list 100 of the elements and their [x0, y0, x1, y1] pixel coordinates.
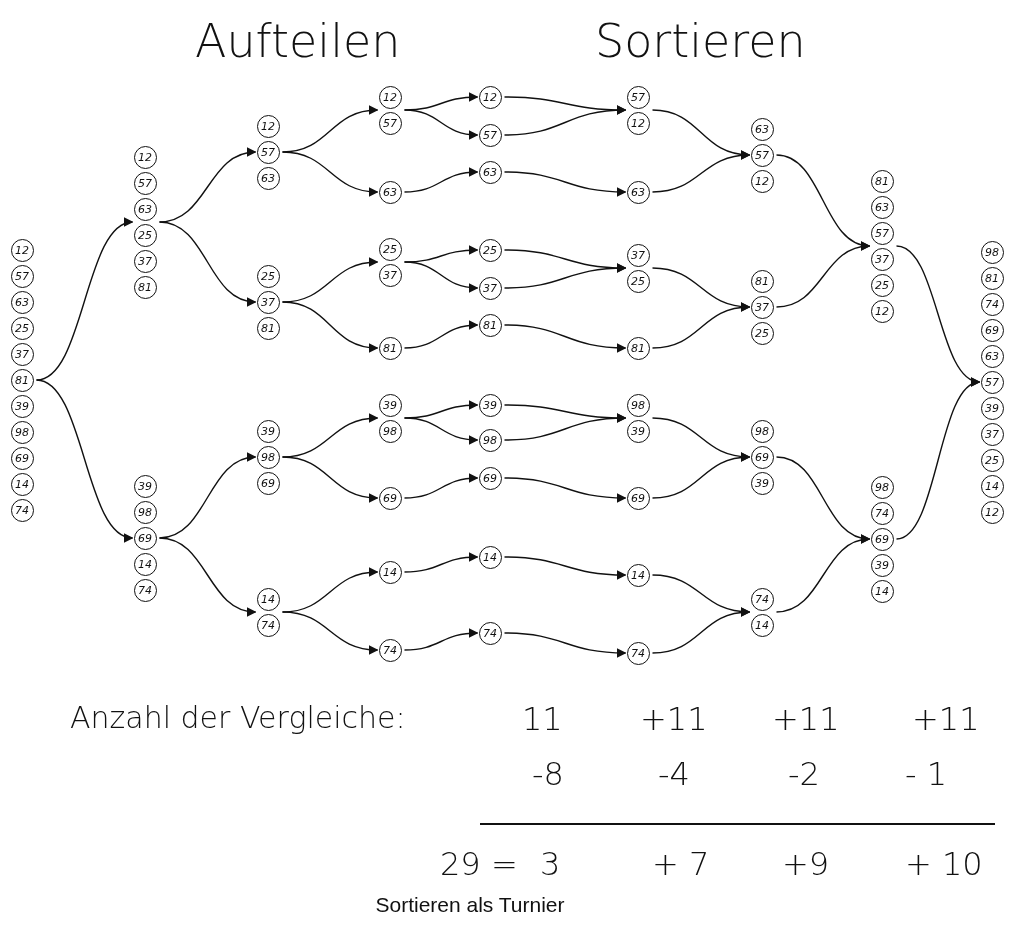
number-circle: 25 [256, 264, 280, 288]
number-circle: 57 [980, 370, 1004, 394]
number-circle: 74 [750, 587, 774, 611]
number-circle: 14 [980, 474, 1004, 498]
number-text: +9 [782, 848, 830, 880]
arrow [651, 150, 751, 193]
number-text: +11 [912, 703, 980, 735]
number-circle: 69 [626, 486, 650, 510]
number-circle: 63 [870, 195, 894, 219]
number-circle: 37 [256, 290, 280, 314]
arrow [158, 537, 257, 616]
number-circle: 98 [133, 500, 157, 524]
number-circle: 14 [750, 613, 774, 637]
arrow [775, 535, 871, 613]
arrow [503, 477, 627, 503]
number-circle: 74 [980, 292, 1004, 316]
number-circle: 14 [256, 587, 280, 611]
number-circle: 39 [10, 394, 34, 418]
number-circle: 25 [750, 321, 774, 345]
number-circle: 69 [256, 471, 280, 495]
arrow [35, 379, 134, 541]
arrow [403, 167, 479, 193]
number-circle: 39 [750, 471, 774, 495]
number-circle: 81 [980, 266, 1004, 290]
number-circle: 57 [133, 171, 157, 195]
number-circle: 12 [750, 169, 774, 193]
number-circle: 98 [378, 419, 402, 443]
number-circle: 12 [10, 238, 34, 262]
number-circle: 14 [626, 563, 650, 587]
number-circle: 69 [750, 445, 774, 469]
number-circle: 81 [256, 316, 280, 340]
number-circle: 98 [10, 420, 34, 444]
number-circle: 25 [478, 238, 502, 262]
number-circle: 25 [378, 237, 402, 261]
number-circle: 81 [378, 336, 402, 360]
arrow [403, 417, 479, 445]
number-circle: 39 [256, 419, 280, 443]
number-circle: 25 [870, 273, 894, 297]
arrow [281, 151, 379, 197]
number-circle: 63 [626, 180, 650, 204]
number-circle: 69 [10, 446, 34, 470]
number-circle: 14 [378, 560, 402, 584]
number-circle: 57 [750, 143, 774, 167]
number-circle: 37 [10, 342, 34, 366]
number-circle: 63 [10, 290, 34, 314]
number-circle: 74 [378, 638, 402, 662]
number-circle: 69 [133, 526, 157, 550]
heading: Aufteilen [195, 18, 401, 64]
number-circle: 69 [870, 527, 894, 551]
number-circle: 74 [256, 613, 280, 637]
number-circle: 81 [750, 269, 774, 293]
number-text: - 1 [905, 758, 948, 790]
arrow [503, 171, 627, 197]
number-text: -8 [532, 758, 564, 790]
number-circle: 74 [626, 641, 650, 665]
number-circle: 12 [980, 500, 1004, 524]
number-text: -4 [658, 758, 690, 790]
number-circle: 74 [133, 578, 157, 602]
number-circle: 81 [133, 275, 157, 299]
number-circle: 98 [750, 419, 774, 443]
number-circle: 39 [626, 419, 650, 443]
number-text: -2 [788, 758, 820, 790]
number-circle: 98 [626, 393, 650, 417]
number-text: 3 [540, 848, 561, 880]
number-circle: 37 [133, 249, 157, 273]
number-text: + 10 [905, 848, 983, 880]
number-circle: 37 [626, 243, 650, 267]
arrow [403, 109, 479, 140]
number-circle: 57 [10, 264, 34, 288]
number-circle: 12 [378, 85, 402, 109]
number-circle: 37 [750, 295, 774, 319]
number-circle: 25 [980, 448, 1004, 472]
arrow [158, 221, 257, 306]
number-circle: 74 [478, 621, 502, 645]
number-circle: 37 [378, 263, 402, 287]
number-circle: 39 [133, 474, 157, 498]
arrow [503, 263, 627, 289]
number-text: + 7 [652, 848, 710, 880]
number-circle: 12 [256, 114, 280, 138]
arrow [403, 552, 479, 573]
number-circle: 25 [133, 223, 157, 247]
number-circle: 14 [870, 579, 894, 603]
number-circle: 37 [478, 276, 502, 300]
number-circle: 57 [870, 221, 894, 245]
number-circle: 39 [980, 396, 1004, 420]
arrow [281, 611, 379, 655]
arrow [403, 628, 479, 651]
number-circle: 57 [478, 123, 502, 147]
number-circle: 57 [378, 111, 402, 135]
arrow [403, 261, 479, 293]
number-circle: 69 [378, 486, 402, 510]
caption: Sortieren als Turnier [374, 893, 566, 917]
number-circle: 12 [133, 145, 157, 169]
number-circle: 37 [980, 422, 1004, 446]
number-circle: 14 [478, 545, 502, 569]
arrow [651, 452, 751, 499]
label-text: Anzahl der Vergleiche: [70, 703, 406, 733]
number-circle: 74 [870, 501, 894, 525]
number-text: +11 [772, 703, 840, 735]
number-circle: 12 [626, 111, 650, 135]
